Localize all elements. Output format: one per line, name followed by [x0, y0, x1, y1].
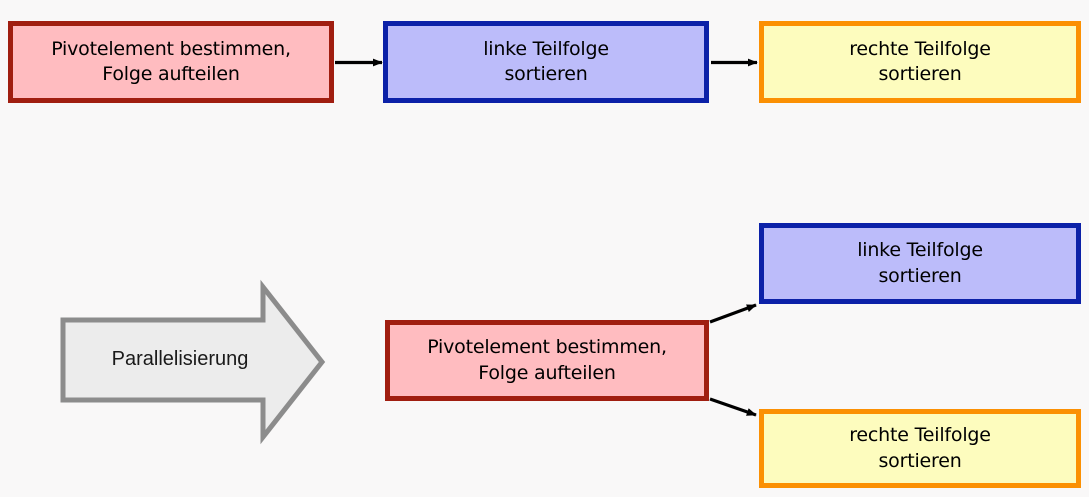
node-sequential-pivot[interactable]: Pivotelement bestimmen, Folge aufteilen: [8, 21, 334, 103]
parallelization-label: Parallelisierung: [111, 348, 249, 370]
edge-par-pivot-to-left: [709, 303, 757, 324]
node-parallel-right-subsequence[interactable]: rechte Teilfolge sortieren: [759, 409, 1081, 488]
node-parallel-pivot[interactable]: Pivotelement bestimmen, Folge aufteilen: [385, 320, 709, 401]
node-sequential-right-subsequence[interactable]: rechte Teilfolge sortieren: [759, 21, 1081, 103]
node-sequential-left-subsequence[interactable]: linke Teilfolge sortieren: [383, 21, 709, 103]
node-parallel-left-subsequence[interactable]: linke Teilfolge sortieren: [759, 223, 1081, 304]
edge-par-pivot-to-right: [709, 397, 757, 417]
